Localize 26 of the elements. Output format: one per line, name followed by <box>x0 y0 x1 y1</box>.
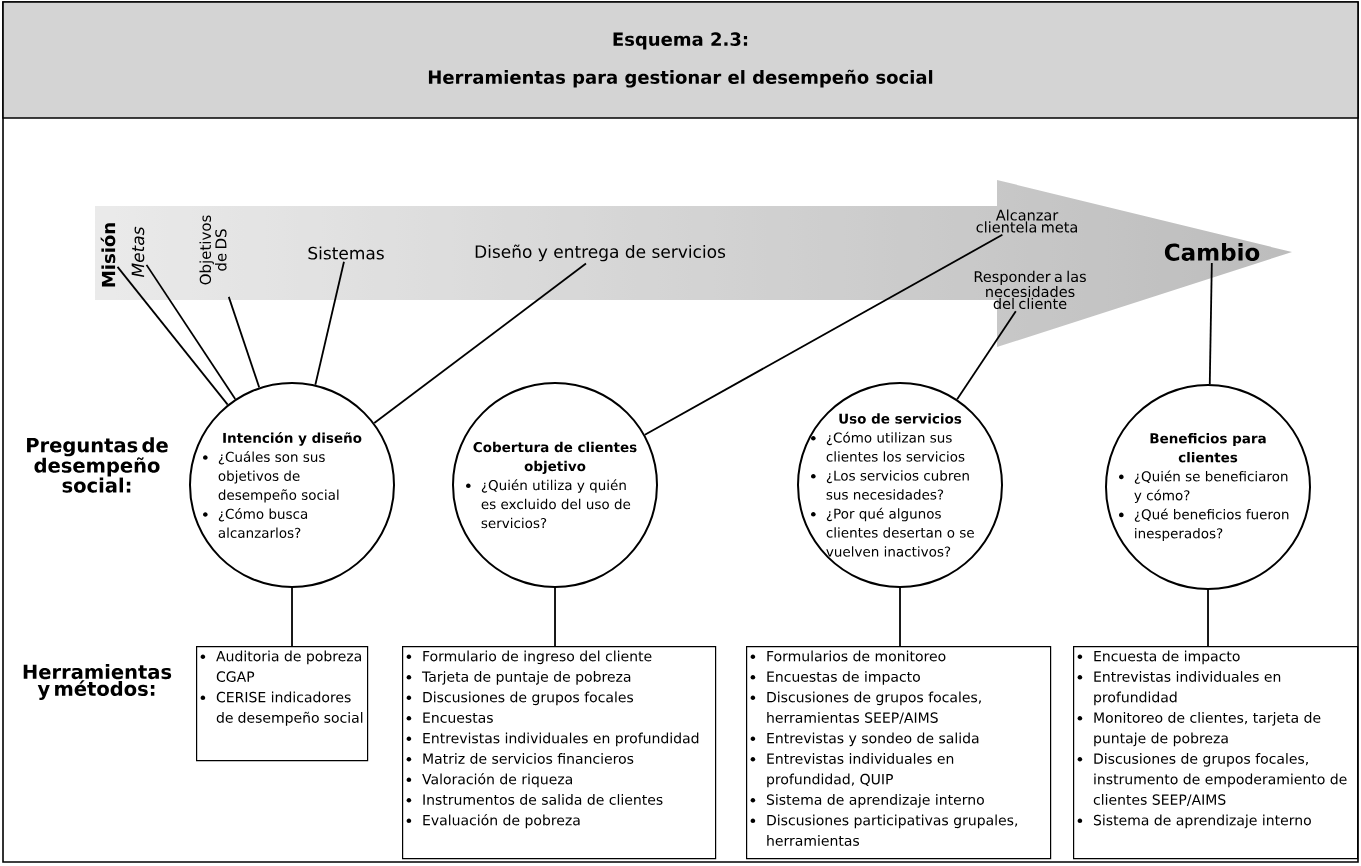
tools-box: Formulario de ingreso del cliente Tarjeta de puntaje de pobreza Discusiones de grupos focales Encuestas Entrevistas individuales en profundidad Matriz de servicios financieros Valoración de riqueza Instrumentos de salida de clientes Evaluación de pobreza <box>402 646 717 860</box>
stage-label: Alcanzar clientela meta <box>976 209 1077 233</box>
leader-line <box>644 233 1004 436</box>
tools-box: Auditoria de pobreza CGAP CERISE indicadores de desempeño social <box>196 646 369 762</box>
leader-line <box>899 587 901 647</box>
stage-label: Misión <box>100 223 116 287</box>
leader-line <box>291 587 293 647</box>
leader-line <box>227 296 261 389</box>
tools-box: Formularios de monitoreo Encuestas de impacto Discusiones de grupos focales, herramientas SEEP/AIMS Entrevistas y sondeo de salida Entrevistas individuales en profundidad, QUIP Sistema de aprendizaje interno Discusiones participativas grupales, herramientas <box>746 646 1052 860</box>
stage-label: Responder a las necesidades del cliente <box>974 270 1086 310</box>
stage-label: Objetivos de DS <box>199 215 227 285</box>
header-band: Esquema 2.3: Herramientas para gestionar el desempeño social <box>2 1 1359 119</box>
row-label: Preguntas de desempeño social: <box>27 437 168 493</box>
stage-label: Diseño y entrega de servicios <box>475 244 726 262</box>
leader-line <box>145 264 237 400</box>
stage-label: Sistemas <box>308 246 384 260</box>
tools-box: Encuesta de impacto Entrevistas individuales en profundidad Monitoreo de clientes, tarjeta de puntaje de pobreza Discusiones de grupos focales, instrumento de empoderamiento de clientes SEEP/AIMS Sistema de aprendizaje interno <box>1073 646 1359 860</box>
stage-label: Cambio <box>1164 243 1260 261</box>
leader-line <box>1207 589 1209 647</box>
leader-line <box>554 587 556 647</box>
leader-line <box>116 266 229 406</box>
leader-line <box>956 310 1017 401</box>
stage-label: Metas <box>131 226 145 278</box>
leader-line <box>314 260 345 386</box>
row-label: Herramientas y métodos: <box>23 664 172 700</box>
leader-line <box>373 262 587 424</box>
